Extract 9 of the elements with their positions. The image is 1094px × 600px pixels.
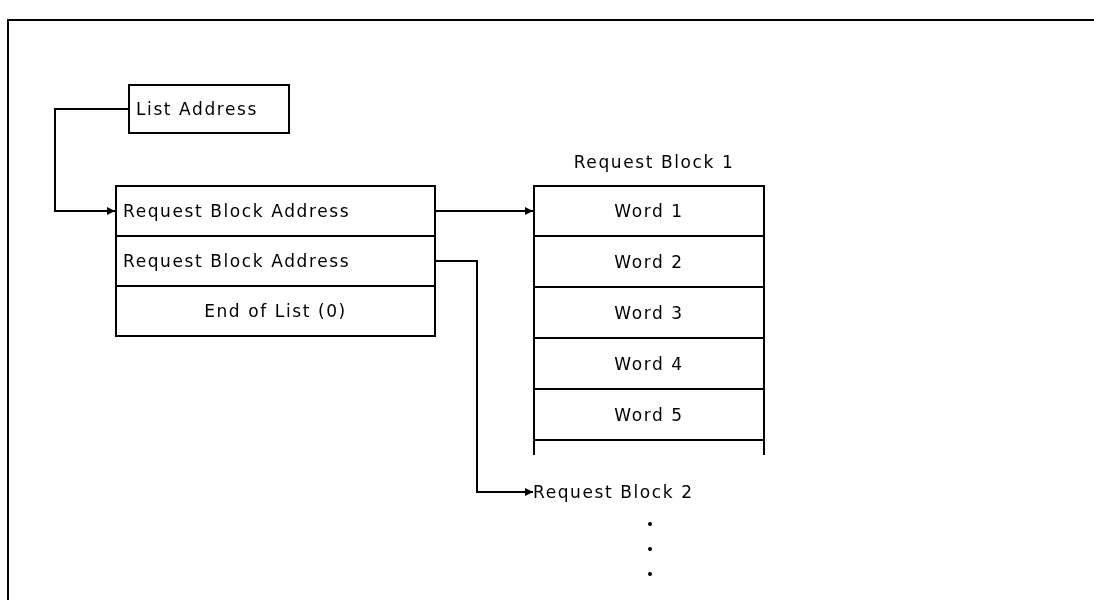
- arrow: [54, 108, 129, 215]
- arrow: [435, 207, 534, 215]
- list-cell: End of List (0): [115, 285, 436, 337]
- list-cell: Request Block Address: [115, 235, 436, 287]
- block-heading: Request Block 1: [572, 152, 736, 172]
- address-box: List Address: [128, 84, 290, 134]
- list-cell: Request Block Address: [115, 185, 436, 237]
- arrow: [435, 260, 534, 496]
- block-label: Request Block 2: [533, 478, 773, 506]
